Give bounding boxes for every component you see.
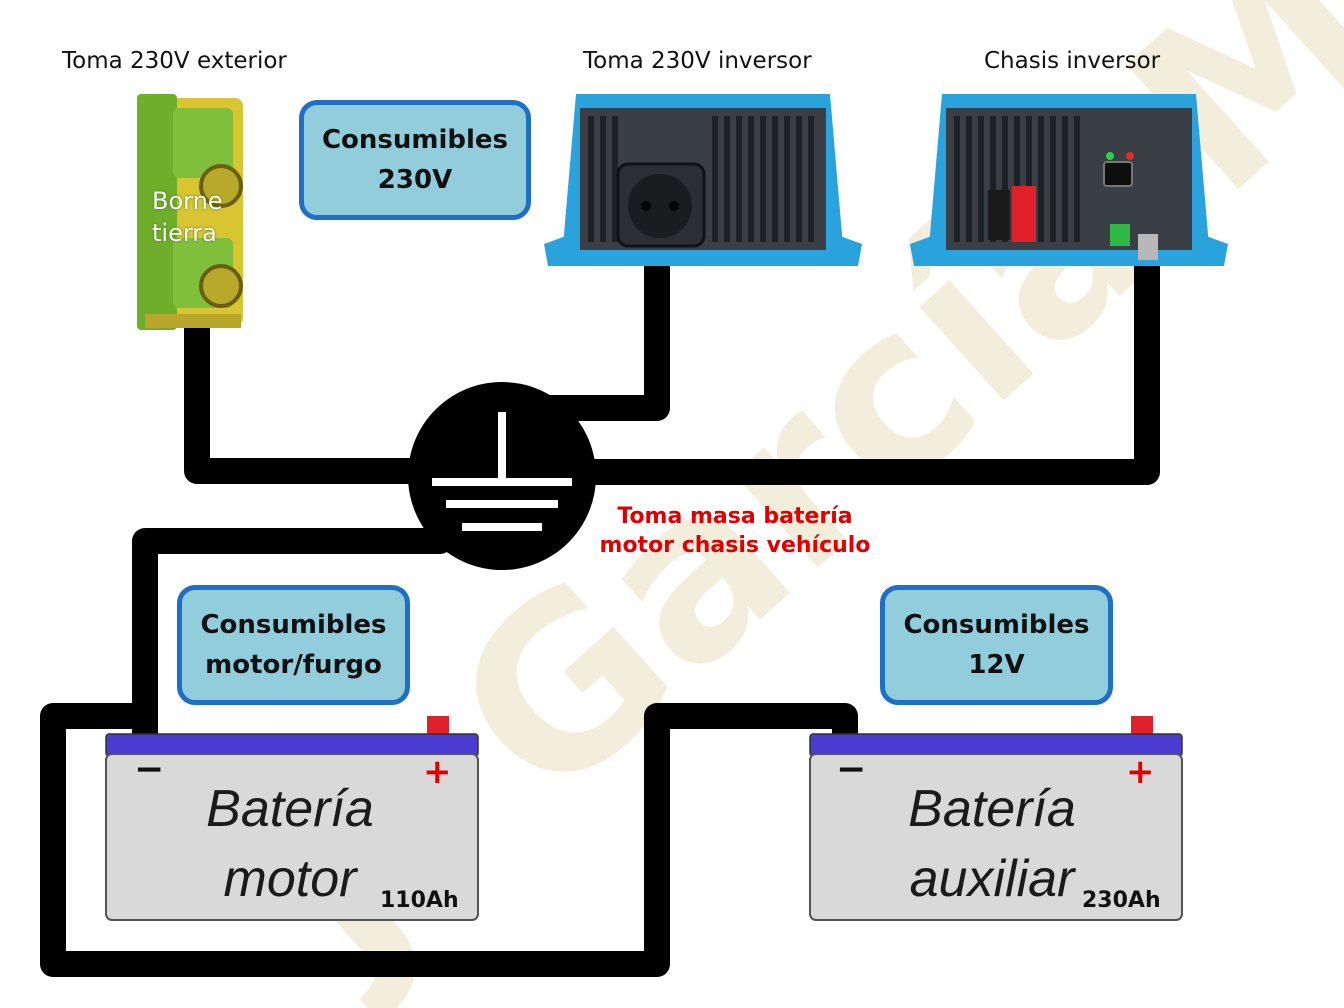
box-consumibles-230v-line2: 230V — [377, 165, 453, 195]
battery-auxiliar-name-line2: auxiliar — [909, 850, 1075, 908]
wire-battery-loop — [40, 703, 858, 977]
box-consumibles-motor: Consumibles motor/furgo — [177, 585, 410, 705]
wire-chassis-to-ground — [565, 249, 1160, 485]
battery-motor-minus: − — [134, 749, 165, 790]
ground-note-line2: motor chasis vehículo — [599, 533, 871, 558]
borne-tierra-image — [137, 94, 243, 330]
label-chasis-inversor: Chasis inversor — [984, 48, 1161, 74]
borne-label-line1: Borne — [152, 187, 223, 215]
battery-motor-name: Batería motor — [160, 774, 420, 914]
label-toma-inversor: Toma 230V inversor — [583, 48, 812, 74]
inverter-socket-image — [544, 94, 862, 266]
wire-borne-to-ground — [184, 312, 433, 484]
battery-auxiliar-image — [809, 716, 1183, 921]
box-consumibles-12v: Consumibles 12V — [880, 585, 1113, 705]
battery-motor-image — [105, 716, 479, 921]
battery-auxiliar-capacity: 230Ah — [1082, 888, 1161, 913]
label-toma-exterior: Toma 230V exterior — [62, 48, 287, 74]
battery-motor-name-line1: Batería — [206, 780, 374, 838]
borne-label-line2: tierra — [152, 219, 217, 247]
box-consumibles-230v-line1: Consumibles — [321, 125, 509, 155]
ground-symbol — [408, 382, 596, 570]
box-consumibles-12v-line2: 12V — [968, 650, 1025, 680]
wire-inverter-socket-to-ground — [535, 249, 670, 421]
box-consumibles-230v: Consumibles 230V — [299, 100, 531, 220]
battery-auxiliar-name: Batería auxiliar — [862, 774, 1122, 914]
battery-auxiliar-name-line1: Batería — [908, 780, 1076, 838]
ground-note-line1: Toma masa batería — [617, 504, 853, 529]
inverter-chassis-image — [910, 94, 1228, 266]
battery-motor-plus: + — [423, 752, 452, 792]
battery-auxiliar-minus: − — [836, 749, 867, 790]
box-consumibles-motor-line2: motor/furgo — [205, 650, 382, 680]
battery-motor-capacity: 110Ah — [380, 888, 459, 913]
battery-motor-name-line2: motor — [223, 850, 357, 908]
battery-auxiliar-plus: + — [1126, 752, 1155, 792]
box-consumibles-12v-line1: Consumibles — [903, 610, 1090, 640]
ground-note: Toma masa batería motor chasis vehículo — [578, 502, 892, 560]
wire-ground-to-motor-battery — [132, 528, 453, 748]
box-consumibles-motor-line1: Consumibles — [200, 610, 387, 640]
